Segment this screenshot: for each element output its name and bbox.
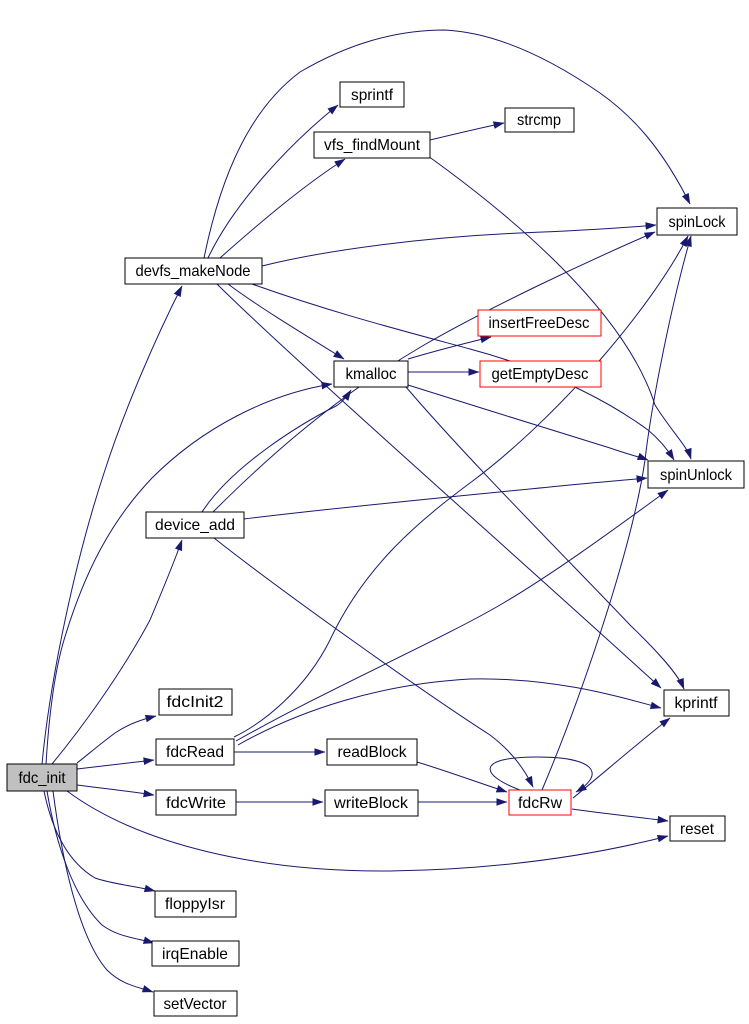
- svg-text:vfs_findMount: vfs_findMount: [324, 137, 421, 154]
- svg-text:sprintf: sprintf: [351, 87, 394, 104]
- svg-text:kprintf: kprintf: [675, 695, 719, 712]
- svg-text:insertFreeDesc: insertFreeDesc: [489, 315, 590, 332]
- svg-text:writeBlock: writeBlock: [333, 795, 409, 812]
- svg-text:getEmptyDesc: getEmptyDesc: [492, 366, 589, 383]
- svg-text:fdc_init: fdc_init: [19, 770, 67, 787]
- svg-text:reset: reset: [680, 821, 715, 838]
- svg-text:fdcInit2: fdcInit2: [167, 694, 224, 711]
- svg-text:device_add: device_add: [155, 517, 235, 534]
- svg-text:setVector: setVector: [164, 996, 228, 1013]
- svg-text:floppyIsr: floppyIsr: [165, 896, 226, 913]
- svg-text:fdcRead: fdcRead: [166, 744, 224, 761]
- svg-text:spinUnlock: spinUnlock: [660, 467, 733, 484]
- svg-text:fdcWrite: fdcWrite: [166, 795, 226, 812]
- svg-text:devfs_makeNode: devfs_makeNode: [136, 263, 251, 280]
- svg-text:irqEnable: irqEnable: [162, 946, 228, 963]
- svg-text:fdcRw: fdcRw: [518, 795, 562, 812]
- svg-text:readBlock: readBlock: [338, 744, 408, 761]
- svg-text:spinLock: spinLock: [669, 214, 727, 231]
- svg-text:kmalloc: kmalloc: [346, 366, 397, 383]
- svg-text:strcmp: strcmp: [517, 112, 561, 129]
